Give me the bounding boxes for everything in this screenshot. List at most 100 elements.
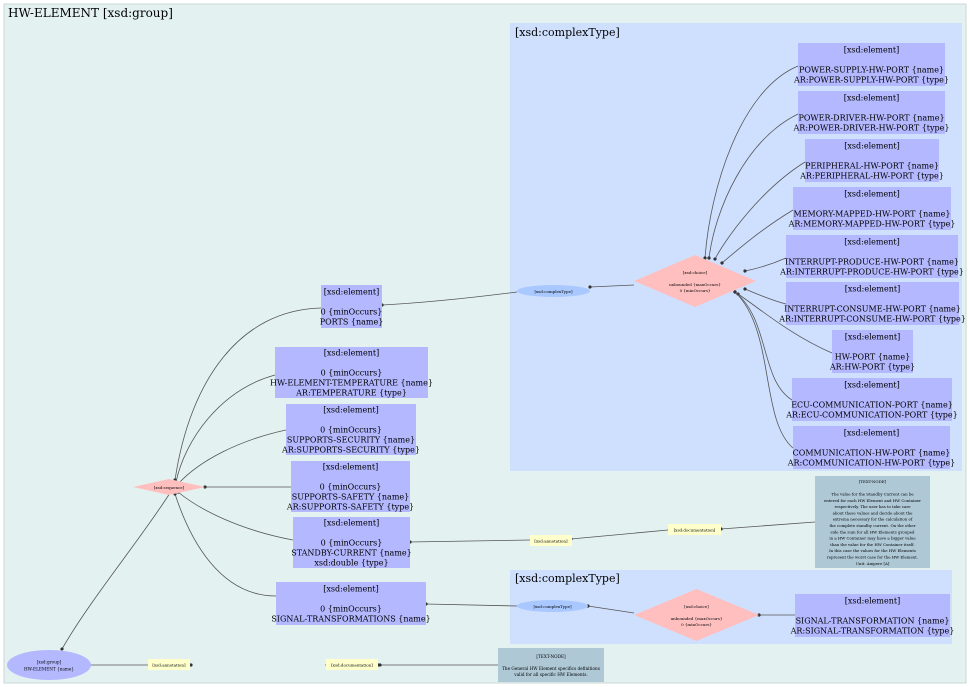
node-ports: [xsd:element]0 {minOccurs}PORTS {name} [320,285,383,328]
group-node-line: HW-ELEMENT {name} [24,667,74,672]
node-signal-transformations: [xsd:element]0 {minOccurs}SIGNAL-TRANSFO… [271,582,431,625]
edge-standby-annotation [408,539,531,544]
group-node-shape [7,650,91,680]
edge-hw-port [736,292,833,354]
group-doc-text-line: valid for all specific HW Elements. [513,672,587,677]
hw-port-line: AR:HW-PORT {type} [829,363,915,372]
ports-line: 0 {minOccurs} [321,308,383,317]
interrupt-produce-line: INTERRUPT-PRODUCE-HW-PORT {name} [785,258,959,267]
signal-transformations-line: 0 {minOccurs} [320,605,382,614]
ports-choice-line: 0 {minOccurs} [680,288,711,293]
edge-signal-choice [586,604,635,614]
power-driver-shape [798,91,945,134]
signal-transformation-shape [795,594,950,637]
node-sequence: [xsd:sequence] [133,479,205,495]
interrupt-produce-line: [xsd:element] [844,238,899,247]
ecu-comm-line: AR:ECU-COMMUNICATION-PORT {type} [785,411,957,420]
edge-comm-hw [733,290,794,449]
ports-choice-line: unbounded {maxOccurs} [669,282,721,287]
temperature-line: 0 {minOccurs} [321,369,383,378]
hw-port-line: [xsd:element] [845,333,900,342]
ecu-comm-line: [xsd:element] [844,381,899,390]
node-standby-documentation: [xsd:documentation] [668,524,721,535]
power-driver-line: [xsd:element] [844,94,899,103]
node-power-driver: [xsd:element] POWER-DRIVER-HW-PORT {name}… [793,91,950,134]
ports-shape [321,285,382,328]
signal-transformations-line: SIGNAL-TRANSFORMATIONS {name} [271,615,430,624]
comm-hw-line: AR:COMMUNICATION-HW-PORT {type} [787,459,955,468]
standby-current-line: STANDBY-CURRENT {name} [291,549,411,558]
hw-port-shape [832,330,913,373]
node-group-node: [xsd:group]HW-ELEMENT {name} [7,650,91,680]
sequence-shape [133,479,205,495]
supports-security-line: 0 {minOccurs} [320,426,382,435]
comm-hw-line: [xsd:element] [844,429,899,438]
peripheral-shape [805,139,939,182]
node-peripheral: [xsd:element]PERIPHERAL-HW-PORT {name}AR… [799,139,944,182]
temperature-line: AR:TEMPERATURE {type} [295,389,407,398]
standby-doc-text-line: the complete standby current. On the oth… [829,523,915,528]
power-driver-line: AR:POWER-DRIVER-HW-PORT {type} [793,124,950,133]
sequence-line: [xsd:sequence] [154,485,185,490]
interrupt-consume-line: INTERRUPT-CONSUME-HW-PORT {name} [784,305,961,314]
edge-power-driver [707,113,799,260]
ecu-comm-line: ECU-COMMUNICATION-PORT {name} [791,401,953,410]
standby-doc-text-line: In this case the values for the HW Eleme… [829,548,916,553]
edge-ecu-comm [733,290,793,401]
edge-choice-to-complextype [588,284,635,289]
node-interrupt-produce: [xsd:element] INTERRUPT-PRODUCE-HW-PORT {… [779,235,964,278]
standby-doc-text-line: respectively. The user has to take care [834,504,911,509]
interrupt-consume-line: [xsd:element] [845,285,900,294]
ports-complex-shape [517,285,590,297]
signal-transformation-line: [xsd:element] [845,597,900,606]
signal-choice-line: [xsd:choice] [684,604,709,609]
standby-current-shape [293,517,410,568]
ports-complextype-cluster-label: [xsd:complexType] [515,26,620,39]
edge-security-to-sequence [176,429,287,486]
signal-choice-line: 0 {minOccurs} [681,622,712,627]
group-cluster-title: HW-ELEMENT [xsd:group] [8,6,173,20]
node-interrupt-consume: [xsd:element] INTERRUPT-CONSUME-HW-PORT {… [778,282,966,325]
standby-doc-text-line: represent the worst case for the HW Elem… [827,555,918,560]
edge-complextype-to-ports [380,291,518,307]
node-group-documentation: [xsd:documentation] [326,659,378,670]
node-group-doc-text: [TEXT-NODE] The General HW Element specif… [498,648,604,682]
group-doc-text-line: [TEXT-NODE] [536,654,566,659]
supports-security-line: SUPPORTS-SECURITY {name} [287,436,415,445]
memory-mapped-line: [xsd:element] [844,190,899,199]
edge-ports-to-sequence [173,307,322,482]
signal-choice-line: unbounded {maxOccurs} [671,616,723,621]
group-doc-text-shape [498,648,604,682]
edge-standby-to-sequence [176,490,294,541]
power-driver-line: POWER-DRIVER-HW-PORT {name} [798,114,944,123]
node-comm-hw: [xsd:element]COMMUNICATION-HW-PORT {name… [787,426,955,469]
edge-standby-doc-text [719,521,816,531]
standby-doc-text-line: than the value for the HW Container itse… [830,542,914,547]
standby-doc-text-line: about these values and decide about the [833,510,913,515]
node-power-supply: [xsd:element]POWER-SUPPLY-HW-PORT {name}… [793,43,949,86]
group-annotation-shape [148,659,190,670]
group-doc-text-line: The General HW Element specifics definit… [502,666,600,671]
supports-safety-line: 0 {minOccurs} [320,483,382,492]
temperature-line: [xsd:element] [324,349,379,358]
nodes: [xsd:group]HW-ELEMENT {name} [xsd:annotat… [7,43,966,682]
comm-hw-shape [793,426,950,469]
standby-doc-text-line: entered for each HW Element and HW Conta… [824,498,921,503]
standby-current-line: [xsd:element] [324,519,379,528]
group-documentation-line: [xsd:documentation] [331,662,373,667]
standby-documentation-shape [668,524,721,535]
interrupt-consume-line: AR:INTERRUPT-CONSUME-HW-PORT {type} [778,315,966,324]
signal-complextype-cluster-label: [xsd:complexType] [515,572,620,585]
power-supply-shape [798,43,945,86]
edge-signal-to-sequence [173,492,277,597]
ports-choice-line: [xsd:choice] [683,270,708,275]
power-supply-line: [xsd:element] [844,46,899,55]
edge-peripheral [713,161,806,261]
supports-safety-line: [xsd:element] [323,463,378,472]
node-standby-doc-text: [TEXT-NODE]The value for the Standby Cur… [815,476,930,568]
standby-doc-text-shape [815,476,930,568]
peripheral-line: [xsd:element] [844,142,899,151]
edge-signal-complextype [424,602,518,607]
node-standby-annotation: [xsd:annotation] [530,535,572,546]
